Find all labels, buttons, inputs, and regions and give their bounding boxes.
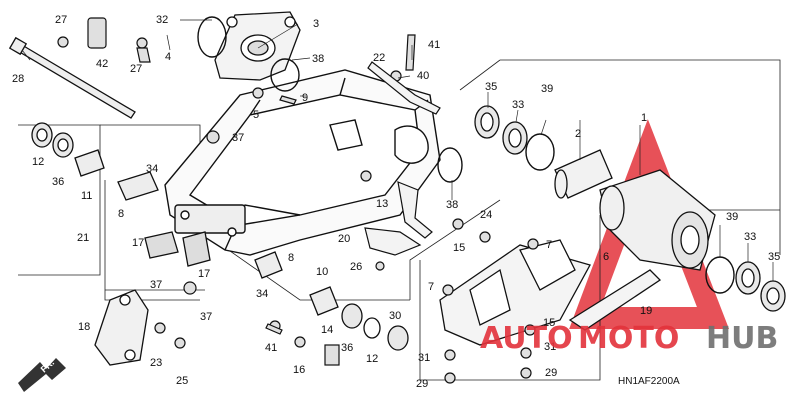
assembly-frames	[18, 59, 781, 381]
front-arrow: FR.	[18, 357, 66, 392]
callout: 37	[150, 279, 162, 291]
callout: 16	[293, 364, 305, 376]
swingarm	[164, 69, 441, 256]
callout: 40	[417, 70, 429, 82]
callout: 4	[165, 51, 171, 63]
eccentric-hub	[599, 169, 716, 271]
callout: 42	[96, 58, 108, 70]
callout: 26	[350, 261, 362, 273]
callout: 1	[641, 112, 647, 124]
callout: 5	[253, 109, 259, 121]
callout: 30	[389, 310, 401, 322]
callout: 11	[81, 190, 92, 202]
callout: 37	[200, 311, 212, 323]
callout: 17	[132, 237, 144, 249]
callout: 14	[321, 324, 333, 336]
callout: 8	[288, 252, 294, 264]
svg-text:MOTO: MOTO	[578, 321, 679, 356]
callout: 34	[146, 163, 158, 175]
callout: 38	[312, 53, 324, 65]
callout-numbers: 1 2 3 4 5 6 7 7 8 8 9 10 11 12 12 13 14 …	[12, 14, 780, 390]
callout: 7	[428, 281, 434, 293]
pivot-bolt	[8, 36, 136, 119]
callout: 9	[302, 92, 308, 104]
callout: 34	[256, 288, 268, 300]
callout: 37	[232, 132, 244, 144]
callout: 41	[265, 342, 277, 354]
small-brackets	[364, 61, 441, 256]
callout: 39	[726, 211, 738, 223]
callout: 39	[541, 83, 553, 95]
callout: 31	[544, 341, 556, 353]
callout: 13	[376, 198, 388, 210]
callout: 41	[428, 39, 440, 51]
diagram-code: HN1AF2200A	[618, 376, 680, 387]
rubber-pads	[144, 231, 211, 267]
callout: 17	[198, 268, 210, 280]
callout: 2	[575, 128, 581, 140]
callout: 29	[545, 367, 557, 379]
callout: 33	[512, 99, 524, 111]
callout: 3	[313, 18, 319, 30]
chain-slider	[439, 239, 662, 346]
callout: 33	[744, 231, 756, 243]
callout: 29	[416, 378, 428, 390]
callout: 38	[446, 199, 458, 211]
callout: 22	[373, 52, 385, 64]
callout: 19	[640, 305, 652, 317]
bearings	[31, 105, 786, 351]
callout: 23	[150, 357, 162, 369]
callout: 21	[77, 232, 89, 244]
callout: 27	[130, 63, 142, 75]
pivot-collar	[554, 149, 613, 199]
callout: 8	[118, 208, 124, 220]
shock-link	[94, 289, 149, 366]
callout: 31	[418, 352, 430, 364]
callout: 24	[480, 209, 492, 221]
callout: 36	[52, 176, 64, 188]
callout: 20	[338, 233, 350, 245]
leader-lines	[21, 19, 774, 281]
callout: 7	[546, 239, 552, 251]
callout: 10	[316, 266, 328, 278]
watermark-text: AUTO MOTO HUB	[480, 321, 778, 356]
callout: 12	[32, 156, 44, 168]
svg-text:AUTO: AUTO	[480, 321, 573, 356]
bracket	[214, 11, 301, 81]
callout: 15	[543, 317, 555, 329]
collars	[74, 149, 339, 316]
callout: 28	[12, 73, 24, 85]
svg-text:HUB: HUB	[706, 321, 778, 356]
callout: 35	[485, 81, 497, 93]
callout: 32	[156, 14, 168, 26]
callout: 6	[603, 251, 609, 263]
callout: 12	[366, 353, 378, 365]
callout: 25	[176, 375, 188, 387]
callout: 18	[78, 321, 90, 333]
callout: 35	[768, 251, 780, 263]
callout: 15	[453, 242, 465, 254]
callout: 27	[55, 14, 67, 26]
fasteners	[57, 17, 539, 384]
callout: 36	[341, 342, 353, 354]
